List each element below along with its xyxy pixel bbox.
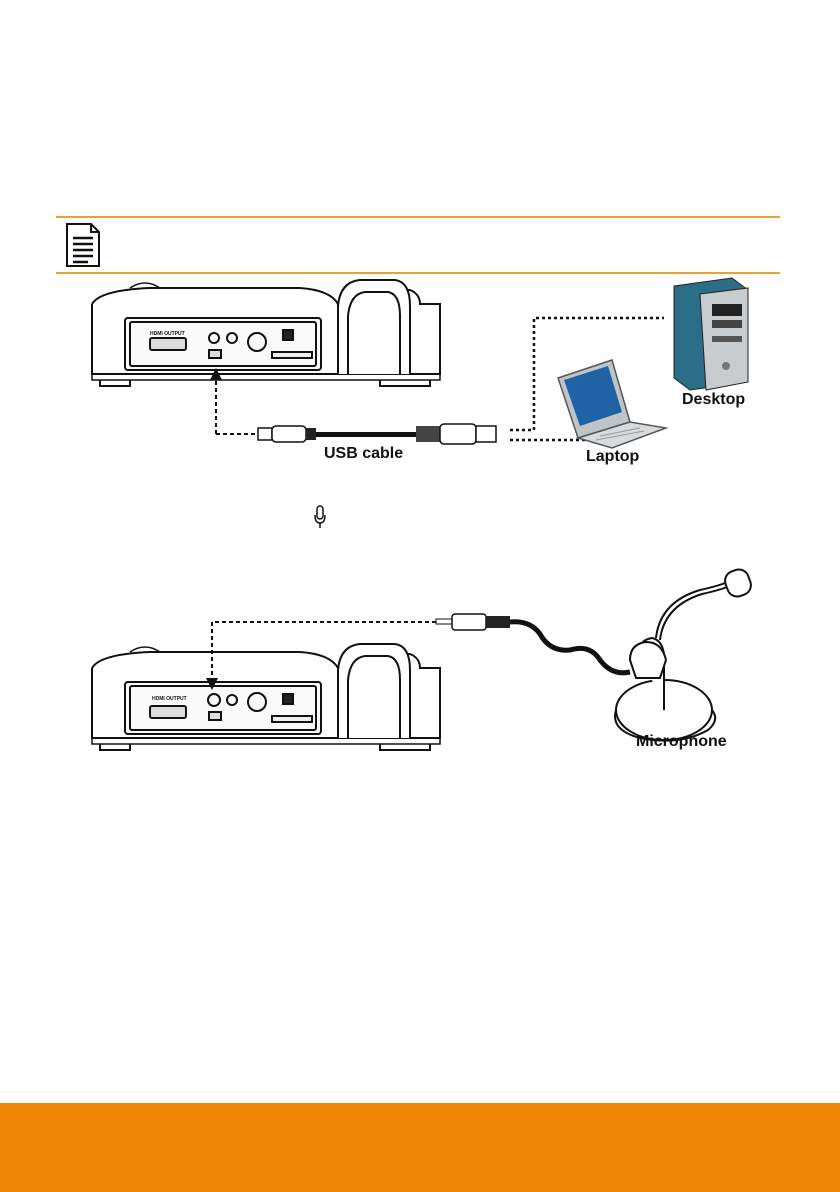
microphone-illustration bbox=[615, 567, 754, 741]
note-top-rule bbox=[56, 216, 780, 218]
microphone-connection-diagram: HDMI OUTPUT bbox=[0, 560, 840, 760]
microphone-icon bbox=[313, 505, 327, 529]
usb-cable-label: USB cable bbox=[324, 445, 403, 463]
usb-connection-diagram: HDMI OUTPUT bbox=[0, 276, 840, 476]
device-side-view bbox=[92, 644, 440, 750]
laptop-label: Laptop bbox=[586, 448, 639, 466]
note-bottom-rule bbox=[56, 272, 780, 274]
laptop-illustration bbox=[558, 360, 666, 448]
footer-bar bbox=[0, 1103, 840, 1192]
device-side-view bbox=[92, 280, 440, 386]
note-icon bbox=[66, 223, 100, 267]
desktop-illustration bbox=[674, 278, 748, 390]
hdmi-output-label: HDMI OUTPUT bbox=[150, 331, 185, 337]
microphone-plug bbox=[436, 614, 510, 630]
usb-cable bbox=[258, 424, 496, 444]
hdmi-output-label: HDMI OUTPUT bbox=[152, 696, 187, 702]
desktop-label: Desktop bbox=[682, 391, 745, 409]
microphone-label: Microphone bbox=[636, 733, 727, 751]
